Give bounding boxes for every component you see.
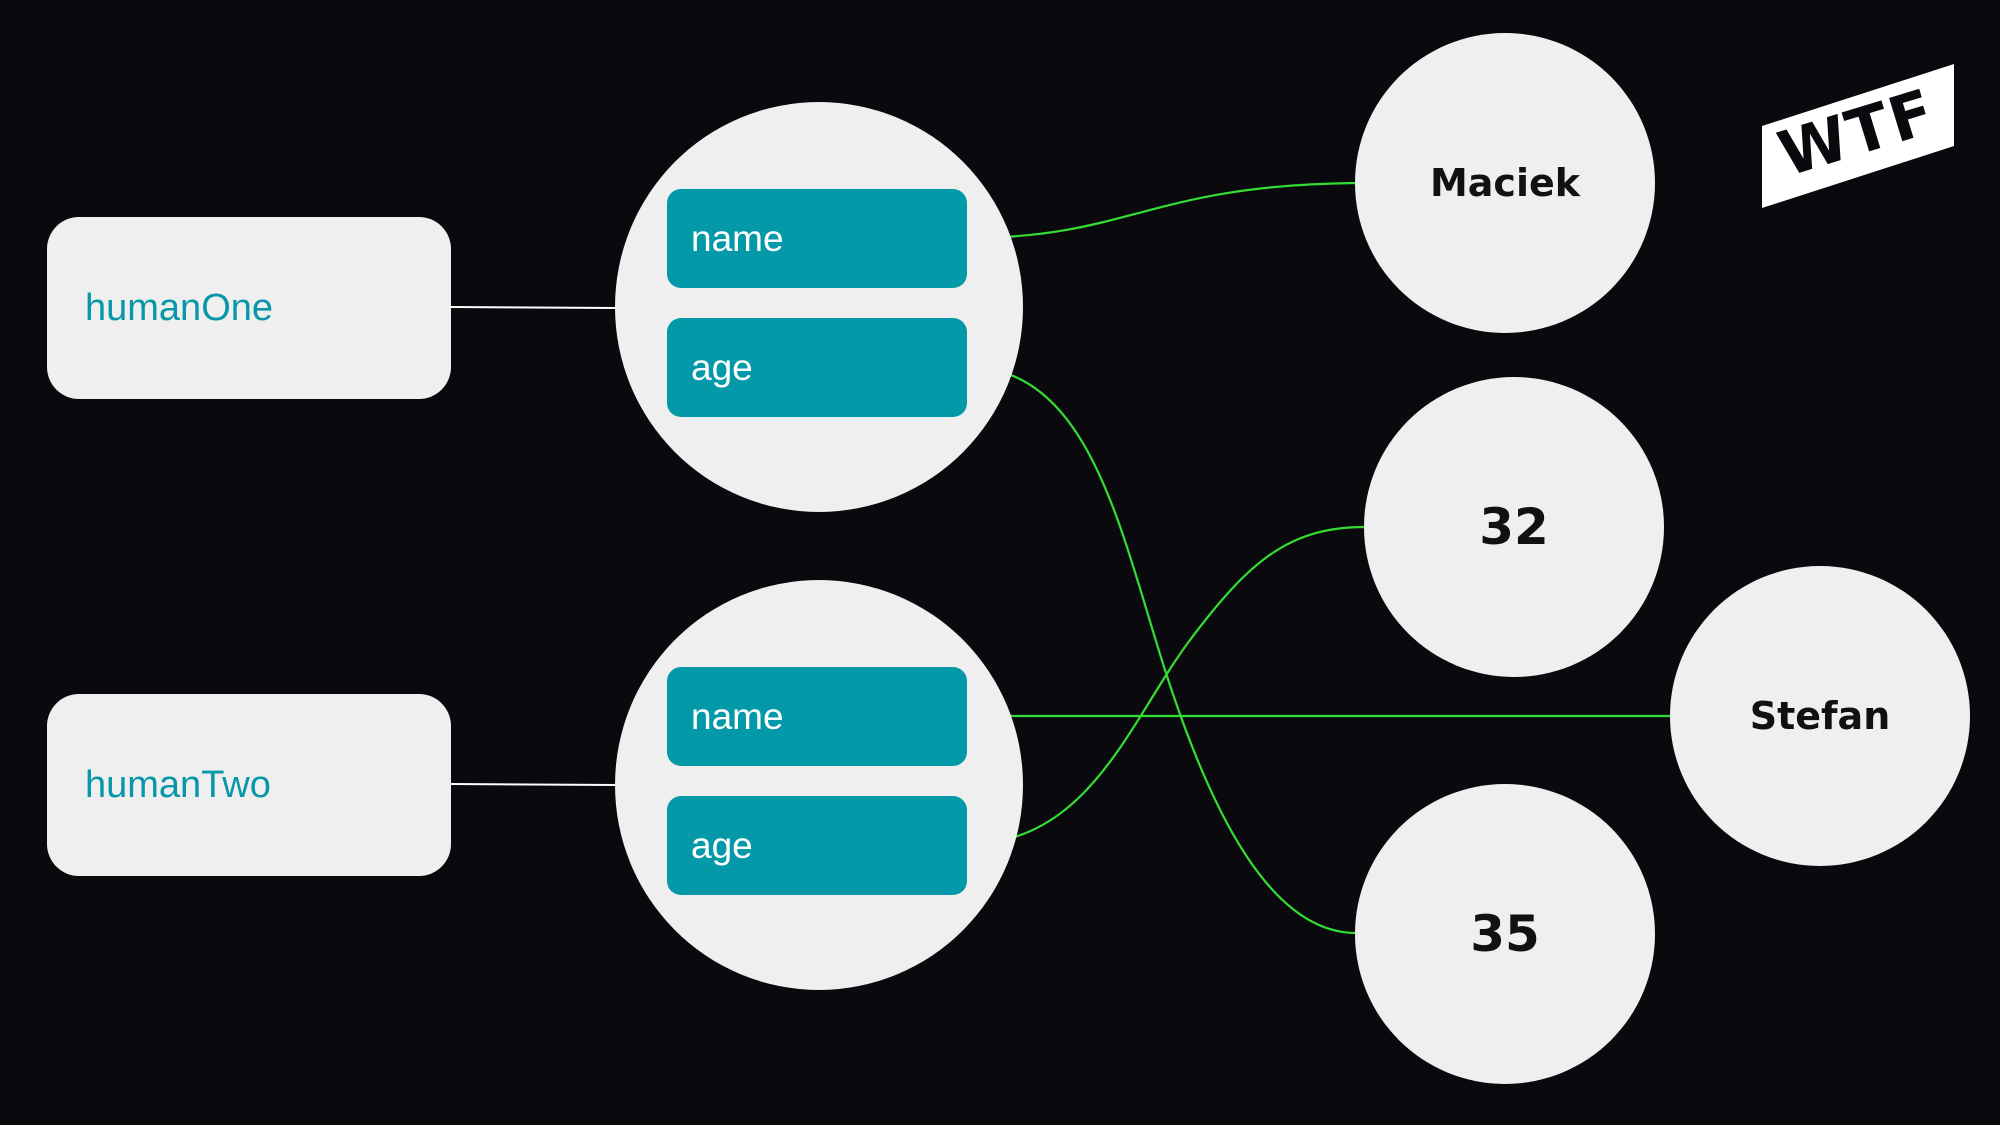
property-label: name <box>691 217 784 259</box>
object-node-one: name age <box>615 102 1023 512</box>
variable-human-two: humanTwo <box>47 694 451 876</box>
property-age: age <box>667 318 967 417</box>
reference-line-two-age-to-32 <box>966 525 1366 846</box>
property-name: name <box>667 667 967 766</box>
reference-line-one-name-to-maciek <box>966 181 1357 240</box>
variable-label: humanTwo <box>85 763 271 806</box>
property-age: age <box>667 796 967 895</box>
property-name: name <box>667 189 967 288</box>
value-node-maciek: Maciek <box>1355 33 1655 333</box>
value-node-35: 35 <box>1355 784 1655 1084</box>
variable-label: humanOne <box>85 286 274 329</box>
variable-human-one: humanOne <box>47 217 451 399</box>
value-label: 35 <box>1470 905 1540 963</box>
value-node-32: 32 <box>1364 377 1664 677</box>
object-node-two: name age <box>615 580 1023 990</box>
value-label: Stefan <box>1749 694 1891 738</box>
value-node-stefan: Stefan <box>1670 566 1970 866</box>
reference-line-one-age-to-35 <box>966 365 1357 935</box>
value-label: 32 <box>1479 498 1549 556</box>
property-label: name <box>691 695 784 737</box>
value-label: Maciek <box>1429 161 1581 205</box>
property-label: age <box>691 346 753 388</box>
property-label: age <box>691 824 753 866</box>
wtf-logo-icon: WTF <box>1762 64 1954 208</box>
binding-line-human-two <box>450 783 618 786</box>
binding-line-human-one <box>450 306 618 309</box>
